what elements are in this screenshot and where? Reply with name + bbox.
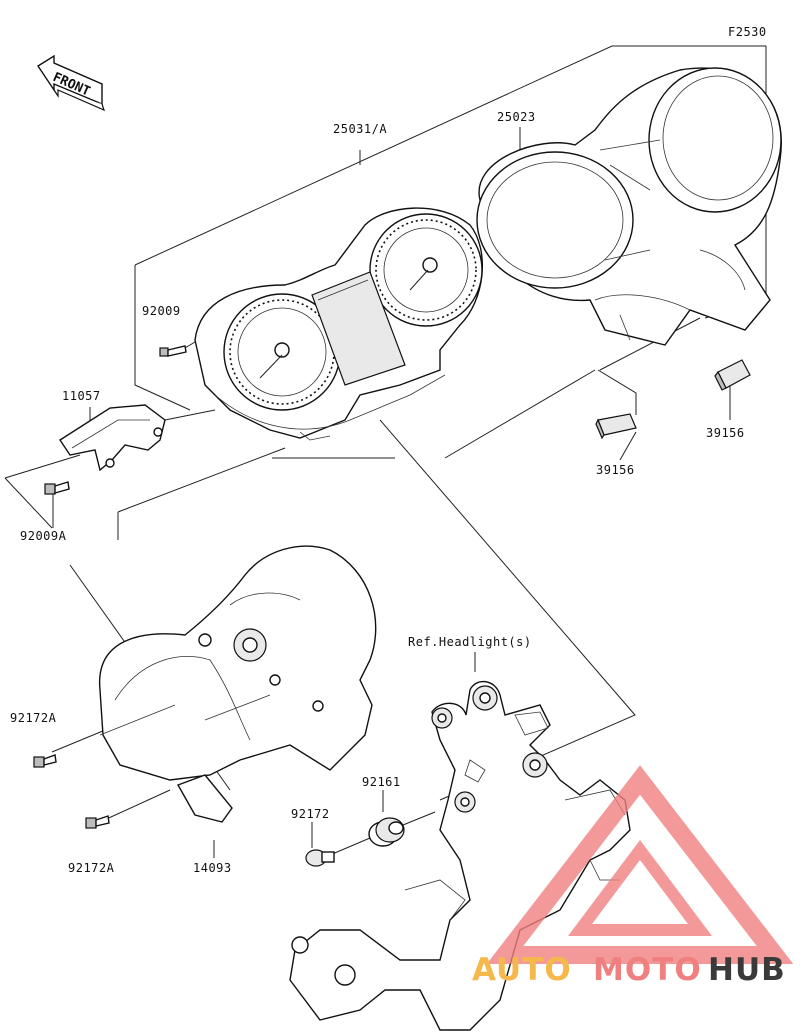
watermark-text: HUB — [708, 952, 786, 988]
part-number-label: 11057 — [62, 389, 101, 403]
headlight-bracket — [289, 680, 631, 1031]
meter-assembly-25031a — [194, 207, 483, 441]
pad-39156-right — [714, 359, 751, 391]
part-number-label: 92161 — [362, 775, 401, 789]
part-labels: 25031/A 25023 92009 11057 92009A 39156 3… — [10, 110, 745, 875]
screw-92172 — [305, 849, 335, 867]
screw-92009a — [44, 481, 70, 495]
pad-39156-left — [595, 413, 637, 440]
screw-92172a-upper — [33, 754, 57, 768]
part-number-label: 39156 — [706, 426, 745, 440]
figure-code: F2530 — [728, 25, 767, 39]
part-number-label: 92172 — [291, 807, 330, 821]
part-number-label: 25031/A — [333, 122, 387, 136]
watermark-logo: AUTO MOTO HUB — [472, 765, 794, 988]
meter-case-25023 — [476, 67, 782, 346]
bracket-11057 — [59, 404, 166, 472]
part-number-label: 92009 — [142, 304, 181, 318]
screw-92009 — [159, 345, 187, 357]
watermark-text: AUTO — [472, 952, 572, 988]
part-number-label: 92172A — [68, 861, 115, 875]
part-number-label: 92009A — [20, 529, 67, 543]
grommet-92161 — [368, 817, 405, 847]
part-number-label: 14093 — [193, 861, 232, 875]
lower-cover-14093 — [99, 545, 377, 823]
reference-label: Ref.Headlight(s) — [408, 635, 532, 649]
part-number-label: 92172A — [10, 711, 57, 725]
part-number-label: 25023 — [497, 110, 536, 124]
front-arrow-icon: FRONT — [37, 54, 105, 112]
watermark-text: MOTO — [593, 952, 702, 988]
part-number-label: 39156 — [596, 463, 635, 477]
screw-92172a-lower — [85, 815, 110, 829]
